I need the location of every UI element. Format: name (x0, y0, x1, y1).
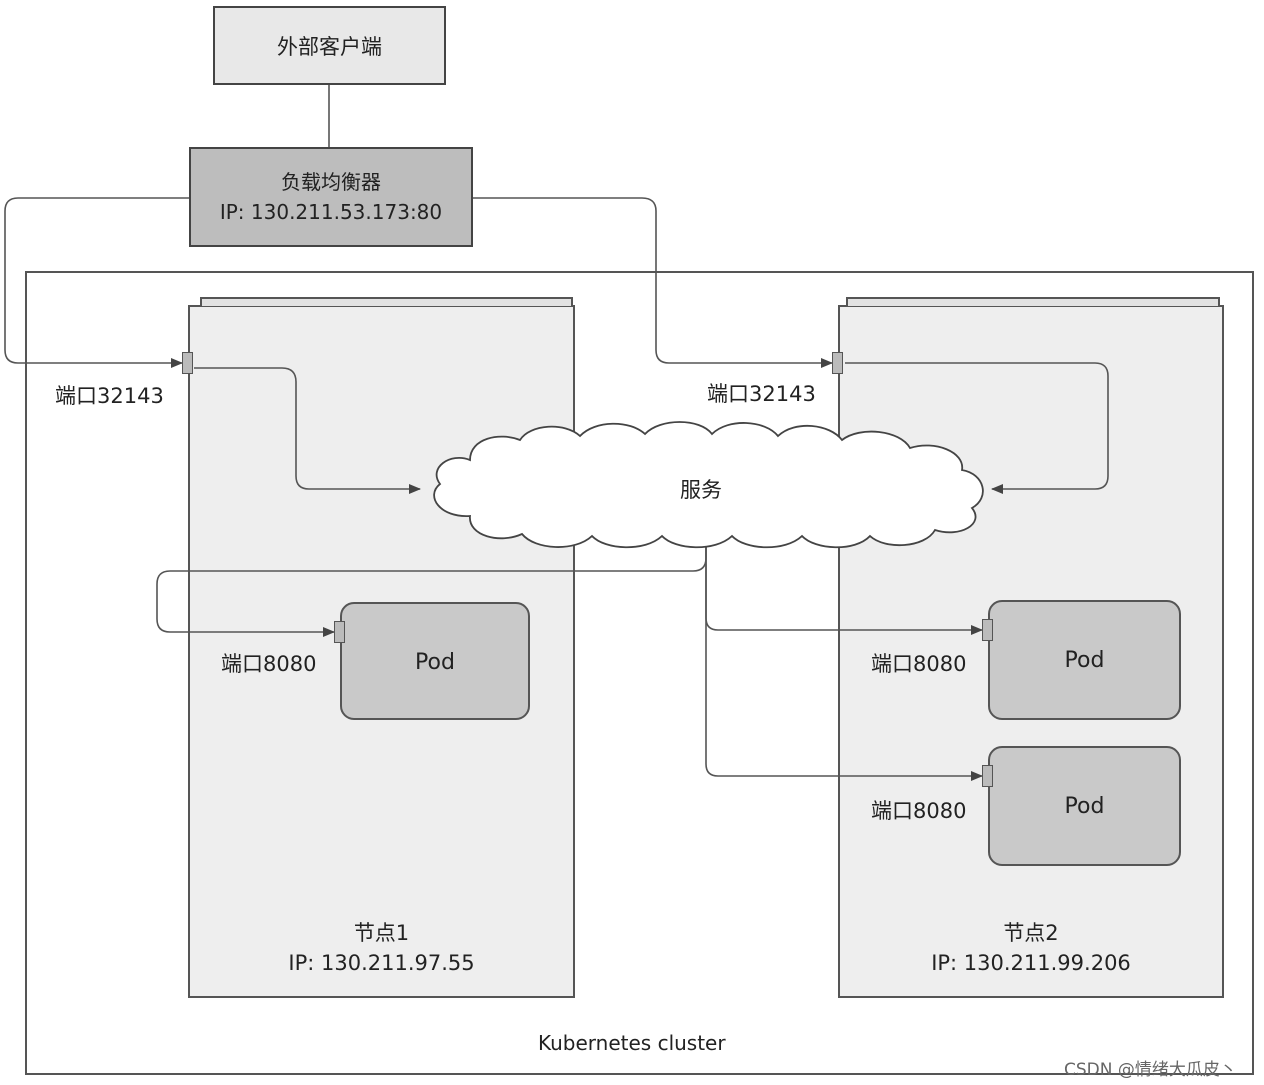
node-2-name: 节点2 (1003, 921, 1059, 945)
node-2-top-edge (846, 297, 1220, 306)
node-1-top-edge (200, 297, 573, 306)
pod-node-1: Pod (340, 602, 530, 720)
service-cloud (433, 421, 984, 549)
lb-to-node2-line (473, 197, 833, 368)
pod-2-port (982, 619, 993, 641)
pod-label: Pod (1064, 794, 1105, 819)
pod-3-port-label: 端口8080 (871, 799, 967, 823)
service-label: 服务 (680, 478, 722, 502)
node-2-ip: IP: 130.211.99.206 (931, 951, 1131, 975)
node-1-ip: IP: 130.211.97.55 (288, 951, 475, 975)
pod-2-port-label: 端口8080 (871, 652, 967, 676)
pod-1-port (334, 621, 345, 643)
lb-to-node1-line (4, 197, 189, 368)
node1-port-to-service-line (194, 367, 421, 494)
load-balancer-name: 负载均衡器 (281, 170, 381, 194)
node-2-label: 节点2 IP: 130.211.99.206 (838, 918, 1224, 978)
pod-label: Pod (415, 650, 455, 675)
service-to-pod1-line (156, 527, 707, 637)
kubernetes-cluster (25, 271, 1254, 1075)
pod-label: Pod (1064, 648, 1105, 673)
node-1-port (182, 352, 193, 374)
node-2-port (832, 352, 843, 374)
pod-node-2-b: Pod (988, 746, 1181, 866)
pod-1-port-label: 端口8080 (221, 652, 317, 676)
pod-3-port (982, 765, 993, 787)
load-balancer-ip: IP: 130.211.53.173:80 (219, 200, 443, 224)
node2-port-to-service-line (845, 362, 1109, 494)
load-balancer: 负载均衡器 IP: 130.211.53.173:80 (189, 147, 473, 247)
external-client-label: 外部客户端 (277, 34, 382, 59)
watermark: CSDN @情绪大瓜皮丶 (1064, 1060, 1237, 1080)
cluster-label: Kubernetes cluster (538, 1031, 726, 1055)
service-to-pod3-line (705, 527, 983, 781)
external-client: 外部客户端 (213, 6, 446, 85)
node-2-port-label: 端口32143 (707, 382, 816, 406)
node-1-label: 节点1 IP: 130.211.97.55 (188, 918, 575, 978)
node-1-port-label: 端口32143 (55, 384, 164, 408)
node-1-name: 节点1 (353, 921, 410, 945)
pod-node-2-a: Pod (988, 600, 1181, 720)
